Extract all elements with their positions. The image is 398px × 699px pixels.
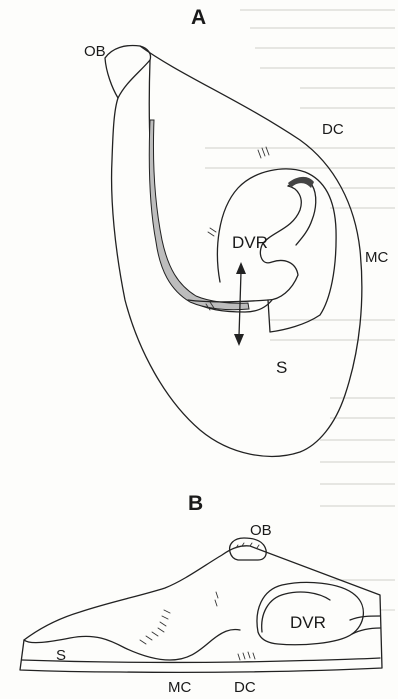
panel-b: B OB DVR S MC DC (20, 492, 382, 696)
panel-b-label-mc: MC (168, 679, 191, 696)
panel-b-olfactory-bulb (230, 538, 267, 560)
panel-b-label-dc: DC (234, 679, 256, 696)
panel-a-dorsal-cortex-thickening (288, 177, 314, 188)
panel-b-hatching (140, 592, 255, 660)
panel-b-label-s: S (56, 647, 66, 664)
panel-b-lower-line (22, 658, 380, 662)
panel-b-label-dvr: DVR (290, 613, 326, 632)
panel-a-label-dc: DC (322, 121, 344, 138)
panel-a-label-s: S (276, 358, 287, 377)
panel-a-tick-marks (206, 147, 269, 310)
panel-a-label-mc: MC (365, 249, 388, 266)
panel-a-dvr-groove (288, 181, 316, 245)
panel-b-label-ob: OB (250, 522, 272, 539)
panel-b-title: B (188, 492, 203, 515)
panel-a: A OB DC DVR MC S (84, 6, 388, 456)
panel-b-base-outline (20, 546, 382, 673)
panel-a-label-dvr: DVR (232, 233, 268, 252)
panel-a-label-ob: OB (84, 43, 106, 60)
panel-a-title: A (191, 6, 206, 29)
panel-a-olfactory-bulb (105, 46, 151, 99)
